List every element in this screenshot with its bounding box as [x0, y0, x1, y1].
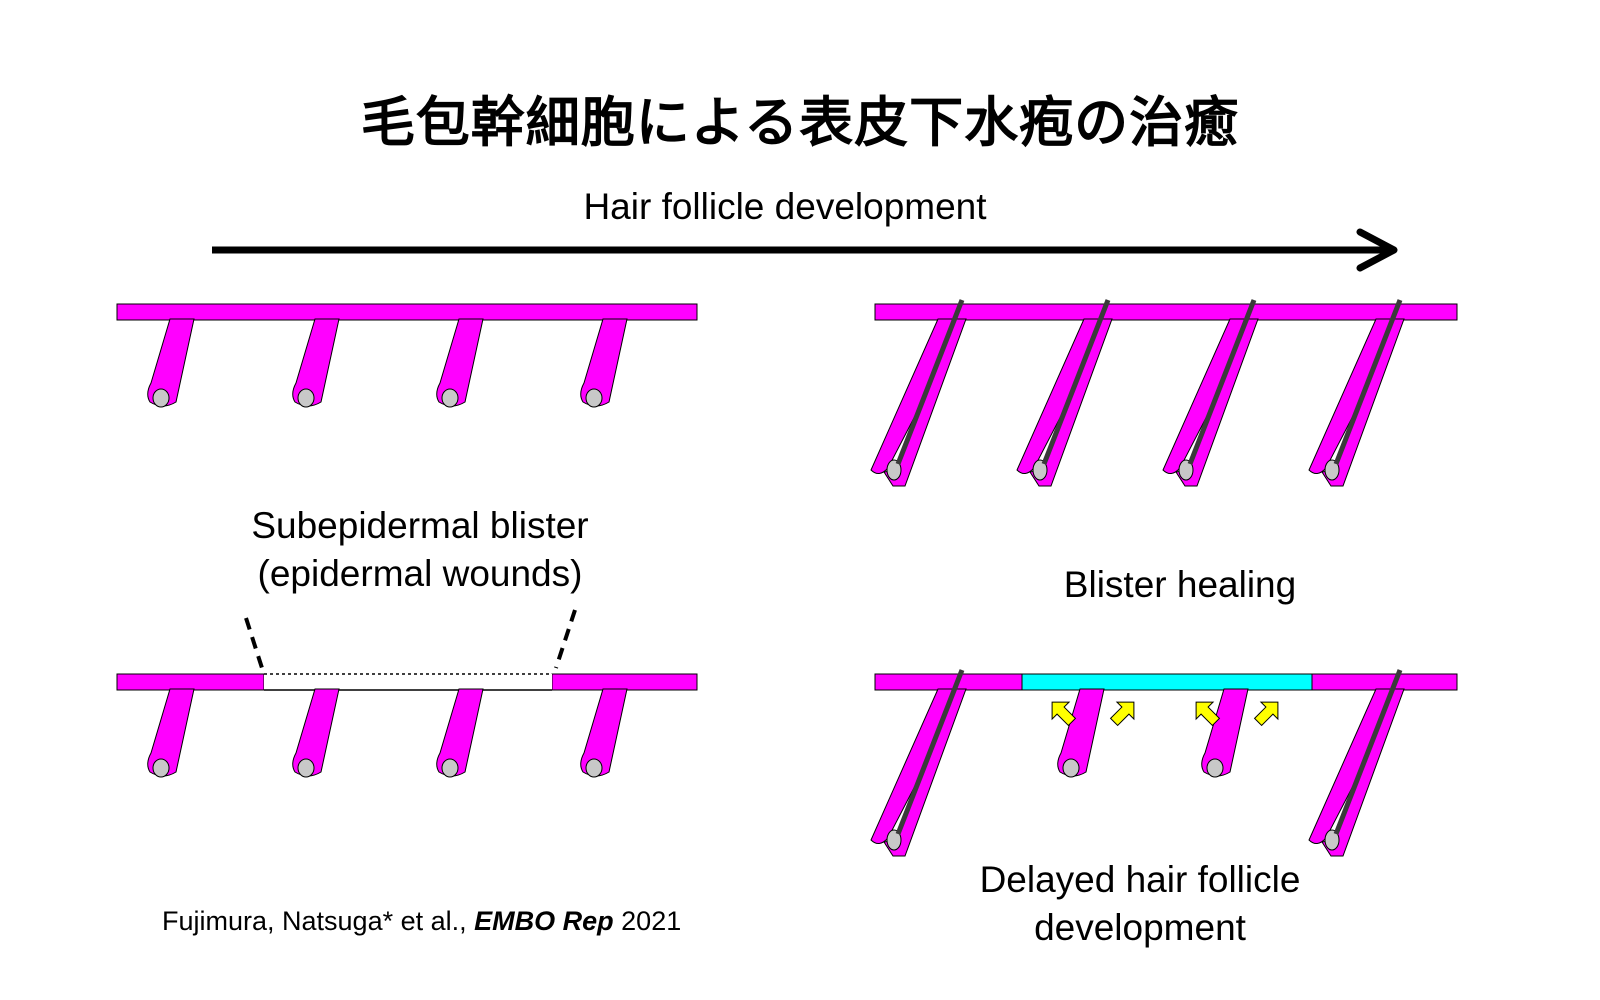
blister-label: Subepidermal blister (epidermal wounds)	[190, 502, 650, 598]
panel-early-follicles	[116, 303, 698, 408]
early-follicle	[436, 318, 484, 408]
blister-label-line1: Subepidermal blister	[251, 505, 589, 546]
developed-follicle	[1016, 299, 1113, 487]
blister-left-marker	[244, 617, 264, 669]
epidermis-layer	[874, 303, 1458, 321]
panel-developed-follicles	[870, 299, 1458, 487]
developed-follicle	[1308, 299, 1405, 487]
delayed-follicle	[1201, 688, 1249, 778]
citation: Fujimura, Natsuga* et al., EMBO Rep 2021	[162, 906, 782, 937]
developed-follicle	[1308, 669, 1405, 857]
citation-authors: Fujimura, Natsuga* et al.,	[162, 906, 475, 936]
hair-shaft	[1041, 299, 1111, 465]
delayed-label-line2: development	[1034, 907, 1246, 948]
development-arrow-label: Hair follicle development	[583, 186, 987, 227]
migration-arrow-icon	[1109, 701, 1135, 727]
early-follicle	[292, 318, 340, 408]
epidermis-layer-left	[116, 673, 265, 691]
page-title: 毛包幹細胞による表皮下水疱の治癒	[360, 91, 1240, 154]
hair-shaft	[895, 669, 965, 835]
developed-follicle	[870, 299, 967, 487]
epidermis-layer	[116, 303, 698, 321]
hair-shaft	[895, 299, 965, 465]
delayed-label: Delayed hair follicle development	[920, 856, 1360, 952]
hair-shaft	[1187, 299, 1257, 465]
early-follicle	[147, 318, 195, 408]
epidermis-layer-left	[874, 673, 1023, 691]
early-follicle-exposed	[292, 688, 340, 778]
blister-gap	[264, 674, 552, 690]
epidermis-layer-right	[551, 673, 698, 691]
panel-blister	[116, 609, 698, 778]
citation-journal: EMBO Rep	[474, 906, 614, 936]
early-follicle	[580, 688, 628, 778]
delayed-follicle	[1057, 688, 1105, 778]
blister-right-marker	[554, 609, 577, 669]
early-follicle	[147, 688, 195, 778]
developed-follicle	[870, 669, 967, 857]
healed-epidermis	[1021, 673, 1313, 691]
panel-healing	[870, 669, 1458, 857]
epidermis-layer-right	[1311, 673, 1458, 691]
early-follicle-exposed	[436, 688, 484, 778]
healing-label: Blister healing	[1063, 564, 1297, 605]
migration-arrow-icon	[1195, 701, 1221, 727]
migration-arrow-icon	[1253, 701, 1279, 727]
early-follicle	[580, 318, 628, 408]
citation-year: 2021	[613, 906, 682, 936]
hair-shaft	[1333, 299, 1403, 465]
development-arrow	[212, 228, 1398, 272]
blister-label-line2: (epidermal wounds)	[257, 553, 583, 594]
delayed-label-line1: Delayed hair follicle	[979, 859, 1301, 900]
hair-shaft	[1333, 669, 1403, 835]
developed-follicle	[1162, 299, 1259, 487]
migration-arrow-icon	[1051, 701, 1077, 727]
